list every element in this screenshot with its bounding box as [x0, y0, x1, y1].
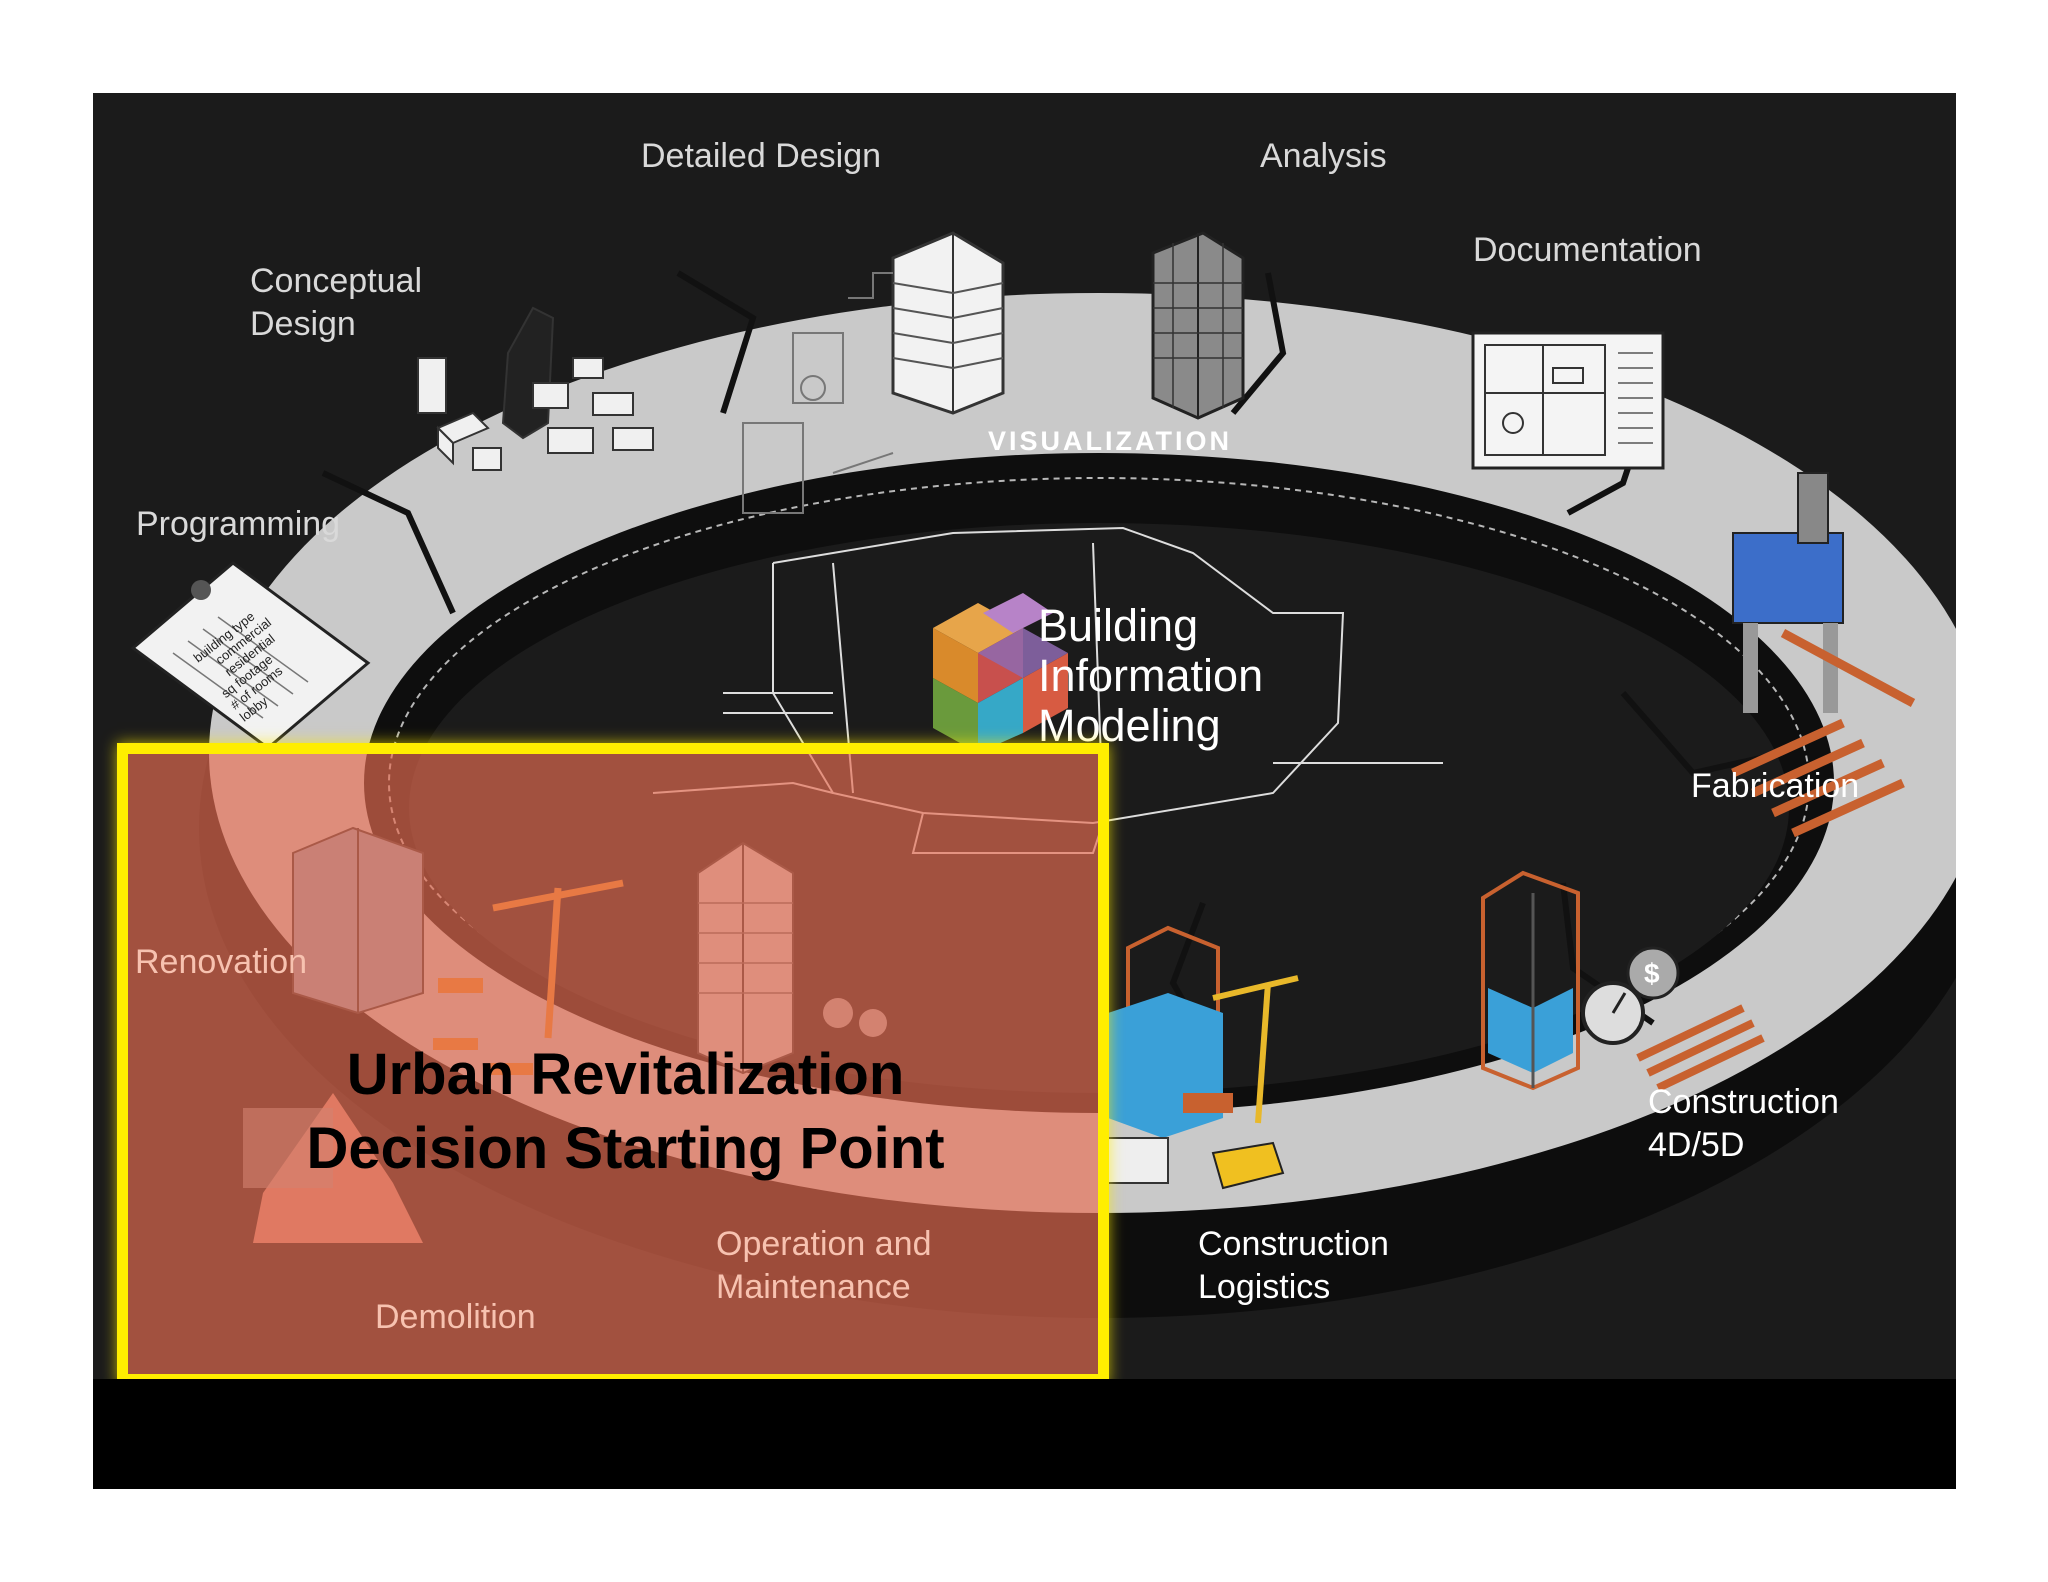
- visualization-label: VISUALIZATION: [988, 426, 1232, 456]
- stage-demolition: Demolition: [375, 1298, 536, 1336]
- construction-tower-icon: [1481, 870, 1580, 1091]
- analysis-building-icon: [1151, 231, 1245, 420]
- slide-footer-bar: [93, 1379, 1956, 1489]
- detailed-design-building-icon: [891, 231, 1005, 415]
- stage-fabrication: Fabrication: [1691, 767, 1860, 805]
- fabrication-machine-icon: [1731, 472, 1916, 838]
- stage-construction-logistics: Construction Logistics: [1198, 1225, 1389, 1306]
- stage-analysis: Analysis: [1260, 137, 1387, 175]
- stage-operation-maintenance: Operation and Maintenance: [716, 1225, 932, 1306]
- stage-construction-4d5d: Construction 4D/5D: [1648, 1083, 1839, 1164]
- stage-renovation: Renovation: [135, 943, 308, 981]
- stage-detailed-design: Detailed Design: [641, 137, 882, 175]
- construction-site-icon: [1102, 925, 1299, 1190]
- stage-programming: Programming: [136, 505, 341, 543]
- clipboard-icon: [130, 561, 371, 750]
- bim-cube-logo-icon: [933, 593, 1068, 753]
- beams-icon: [1636, 1004, 1765, 1092]
- documentation-drawing-icon: [1471, 331, 1665, 470]
- stopwatch-icon: $: [1581, 946, 1680, 1045]
- floorplan-sketch-icon: [742, 272, 894, 514]
- svg-text:$: $: [1644, 958, 1660, 989]
- stage-documentation: Documentation: [1473, 231, 1702, 269]
- highlight-title: Urban Revitalization Decision Starting P…: [306, 1042, 945, 1181]
- slide: VISUALIZATION: [93, 93, 1956, 1489]
- highlight-box: [117, 743, 1109, 1385]
- stage-conceptual-design: Conceptual Design: [250, 262, 423, 343]
- conceptual-massing-icon: [417, 306, 654, 471]
- bim-center-title: Building Information Modeling: [1038, 600, 1264, 751]
